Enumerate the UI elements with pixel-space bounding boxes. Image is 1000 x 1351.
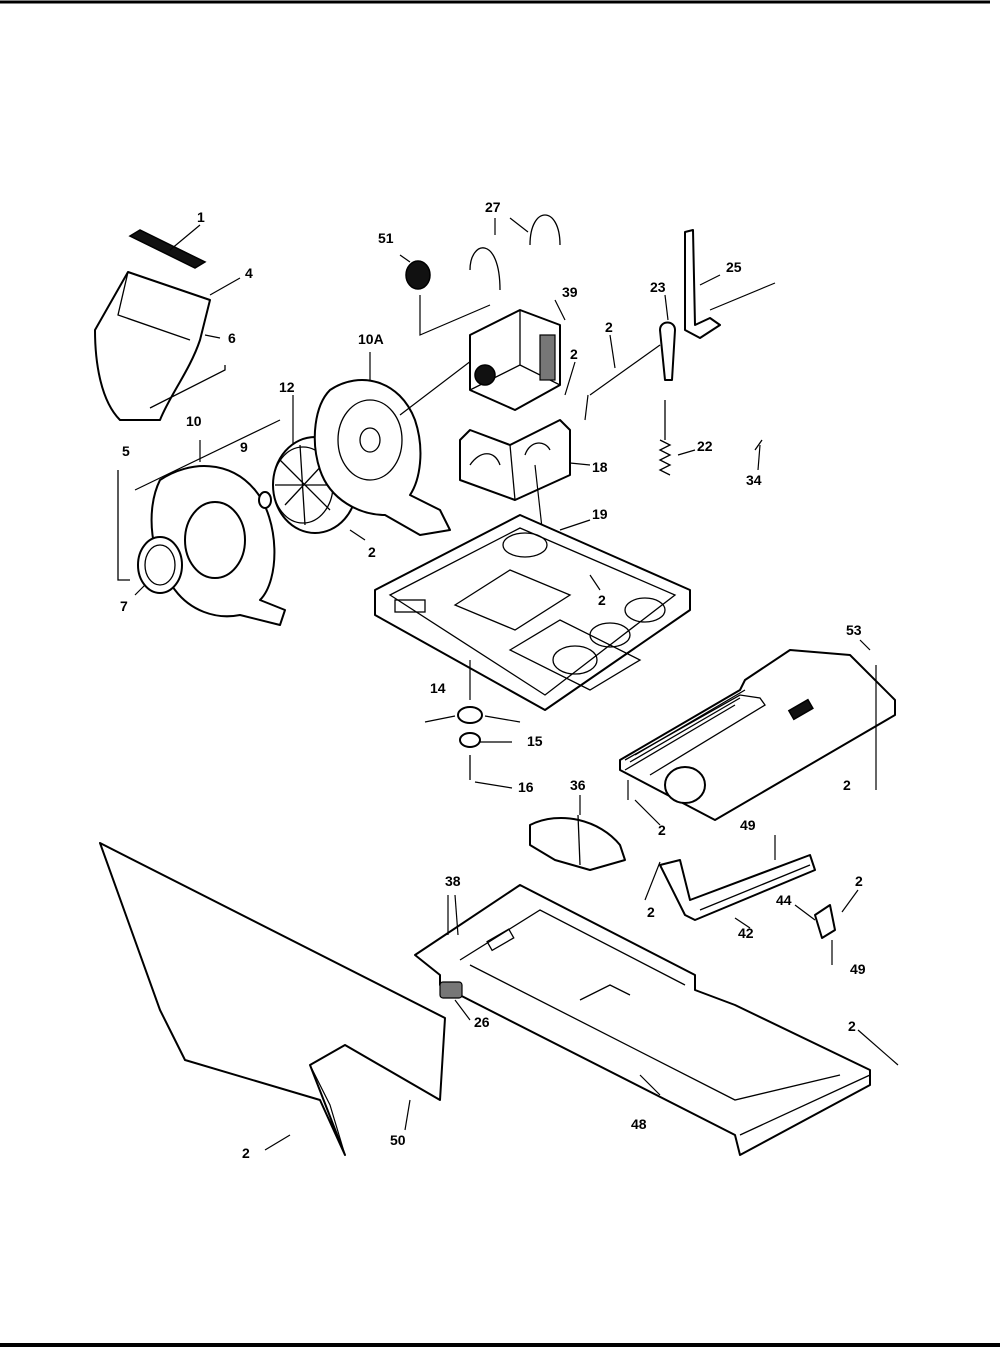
- label-51: 51: [378, 230, 394, 246]
- label-10: 10: [186, 413, 202, 429]
- label-2b: 2: [605, 319, 613, 335]
- label-2h: 2: [855, 873, 863, 889]
- label-14: 14: [430, 680, 446, 696]
- base-screws-part: [439, 894, 471, 1021]
- blower-housing-part: [117, 419, 286, 626]
- lint-duct-part: [94, 271, 241, 421]
- heater-part: [619, 639, 896, 826]
- label-53: 53: [846, 622, 862, 638]
- wire-harness-part: [469, 214, 561, 291]
- label-16: 16: [518, 779, 534, 795]
- label-48: 48: [631, 1116, 647, 1132]
- motor-mount-part: [459, 419, 591, 556]
- label-49b: 49: [850, 961, 866, 977]
- label-26: 26: [474, 1014, 490, 1030]
- label-39: 39: [562, 284, 578, 300]
- motor-part: [469, 299, 566, 411]
- duct-elbow-part: [529, 795, 626, 871]
- clip-part: [794, 889, 859, 965]
- label-2j: 2: [242, 1145, 250, 1161]
- rear-panel-part: [99, 842, 446, 1156]
- base-frame-part: [414, 884, 899, 1156]
- label-2i: 2: [848, 1018, 856, 1034]
- heater-bracket-part: [644, 835, 816, 929]
- label-2d: 2: [598, 592, 606, 608]
- label-6: 6: [228, 330, 236, 346]
- lint-screen-part: [128, 224, 207, 269]
- label-12: 12: [279, 379, 295, 395]
- idler-arm-part: [658, 294, 696, 476]
- label-22: 22: [697, 438, 713, 454]
- bracket-part: [684, 229, 776, 339]
- blower-ring-part: [134, 536, 183, 596]
- label-19: 19: [592, 506, 608, 522]
- label-42: 42: [738, 925, 754, 941]
- screw-34-part: [754, 439, 763, 471]
- label-23: 23: [650, 279, 666, 295]
- label-2a: 2: [368, 544, 376, 560]
- label-15: 15: [527, 733, 543, 749]
- label-10a: 10A: [358, 331, 384, 347]
- label-27: 27: [485, 199, 501, 215]
- label-2g: 2: [647, 904, 655, 920]
- base-pan-part: [374, 514, 691, 711]
- label-44: 44: [776, 892, 792, 908]
- washer-part: [258, 491, 272, 509]
- motor-screws-part: [564, 334, 661, 421]
- label-49a: 49: [740, 817, 756, 833]
- rear-housing-part: [313, 334, 506, 541]
- label-36: 36: [570, 777, 586, 793]
- label-9: 9: [240, 439, 248, 455]
- label-50: 50: [390, 1132, 406, 1148]
- label-4: 4: [245, 265, 253, 281]
- label-2c: 2: [570, 346, 578, 362]
- label-34: 34: [746, 472, 762, 488]
- label-5: 5: [122, 443, 130, 459]
- label-7: 7: [120, 598, 128, 614]
- label-2e: 2: [843, 777, 851, 793]
- label-18: 18: [592, 459, 608, 475]
- label-2f: 2: [658, 822, 666, 838]
- label-38: 38: [445, 873, 461, 889]
- pulley-part: [399, 254, 491, 336]
- leveling-foot-part: [424, 660, 521, 789]
- label-25: 25: [726, 259, 742, 275]
- label-1: 1: [197, 209, 205, 225]
